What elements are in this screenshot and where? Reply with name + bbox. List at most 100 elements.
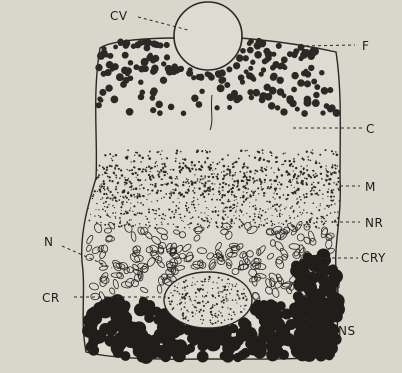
f-granule — [256, 38, 263, 45]
m-dot — [252, 194, 254, 196]
m-dot — [197, 180, 199, 182]
m-dot — [253, 182, 255, 184]
m-dot — [202, 183, 203, 184]
nr-dot — [215, 207, 216, 208]
m-dot — [333, 171, 336, 174]
nr-dot — [224, 207, 225, 208]
m-dot — [287, 194, 289, 196]
m-dot — [249, 170, 252, 173]
m-dot — [240, 150, 243, 153]
m-dot — [254, 169, 256, 171]
chromatin-dot — [229, 283, 230, 284]
chromatin-dot — [201, 315, 203, 317]
nr-dot — [171, 211, 173, 213]
chromatin-dot — [184, 298, 186, 300]
m-dot — [201, 164, 202, 165]
f-granule — [138, 79, 143, 84]
m-dot — [117, 165, 119, 167]
m-dot — [172, 189, 173, 190]
m-dot — [239, 189, 241, 191]
nr-dot — [313, 222, 315, 224]
m-dot — [182, 162, 184, 164]
chromatin-dot — [232, 286, 233, 287]
m-dot — [327, 171, 329, 173]
m-dot — [289, 165, 291, 167]
chromatin-dot — [204, 278, 206, 280]
chromatin-dot — [182, 287, 184, 289]
chromatin-dot — [244, 305, 246, 307]
m-dot — [316, 192, 318, 194]
f-granule — [171, 63, 177, 69]
nr-dot — [204, 212, 205, 213]
chromatin-dot — [220, 312, 222, 314]
m-dot — [170, 191, 171, 192]
m-dot — [125, 182, 127, 184]
m-dot — [257, 187, 259, 189]
m-dot — [212, 176, 214, 178]
f-granule — [291, 51, 297, 57]
m-dot — [182, 167, 185, 170]
chromatin-dot — [185, 302, 186, 303]
nr-dot — [165, 215, 167, 217]
f-granule — [191, 95, 198, 102]
chromatin-dot — [224, 289, 226, 291]
m-dot — [306, 196, 308, 198]
m-dot — [295, 192, 297, 194]
m-dot — [157, 170, 159, 172]
m-dot — [207, 180, 209, 182]
m-dot — [275, 190, 277, 192]
chromatin-dot — [215, 322, 217, 324]
f-granule — [308, 65, 314, 71]
m-dot — [179, 162, 181, 164]
nr-dot — [331, 221, 333, 223]
nr-dot — [337, 224, 339, 226]
f-granule — [244, 69, 249, 74]
m-dot — [271, 183, 272, 184]
nr-dot — [121, 225, 123, 227]
nr-dot — [88, 219, 90, 221]
m-dot — [269, 151, 271, 153]
m-dot — [327, 191, 329, 193]
m-dot — [143, 195, 145, 197]
nr-dot — [274, 204, 276, 206]
m-dot — [151, 189, 153, 191]
m-dot — [222, 178, 224, 180]
f-granule — [106, 61, 114, 69]
chromatin-dot — [172, 295, 174, 297]
chromatin-dot — [221, 279, 223, 281]
nr-dot — [191, 204, 192, 205]
nr-dot — [115, 216, 116, 217]
f-granule — [329, 104, 336, 111]
nr-dot — [215, 210, 217, 212]
m-dot — [248, 179, 250, 181]
f-granule — [116, 73, 124, 81]
m-dot — [163, 196, 165, 198]
chromatin-dot — [182, 293, 184, 295]
m-dot — [111, 165, 113, 167]
ns-sphere — [319, 311, 332, 324]
nr-dot — [230, 206, 232, 208]
nr-dot — [234, 223, 235, 224]
m-dot — [160, 184, 162, 186]
chromatin-dot — [201, 281, 203, 283]
f-granule — [128, 75, 134, 81]
m-dot — [209, 169, 211, 171]
m-dot — [164, 171, 167, 174]
m-dot — [115, 175, 117, 177]
nr-dot — [186, 208, 188, 210]
nr-dot — [296, 203, 298, 205]
m-dot — [160, 154, 162, 156]
m-dot — [211, 183, 213, 185]
m-dot — [200, 178, 202, 180]
contractile-vacuole — [174, 2, 242, 70]
nr-dot — [242, 222, 243, 223]
m-dot — [277, 184, 278, 185]
nr-dot — [249, 202, 250, 203]
ns-sphere — [286, 319, 297, 330]
m-dot — [108, 190, 110, 192]
m-dot — [196, 150, 199, 153]
nr-dot — [263, 224, 265, 226]
f-granule — [275, 105, 280, 110]
m-dot — [133, 166, 135, 168]
m-dot — [167, 173, 168, 174]
